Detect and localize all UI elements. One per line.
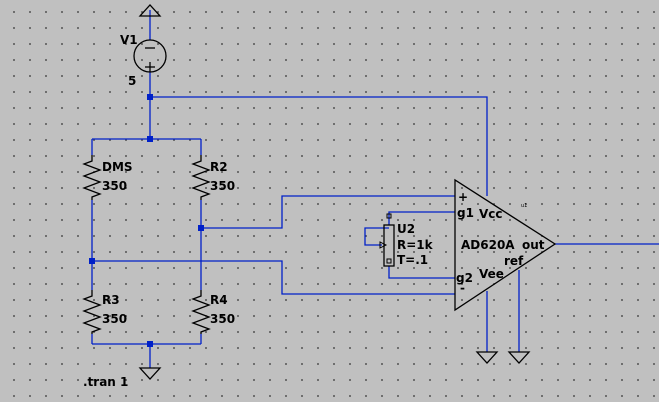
wire-vcc	[150, 96, 488, 196]
wire-plus-input	[201, 195, 455, 229]
spice-directive[interactable]: .tran 1	[83, 375, 128, 389]
pin-g1-label: g1	[457, 206, 474, 220]
pin-ref-label: ref	[504, 254, 524, 268]
resistor-r4-value: 350	[210, 312, 235, 326]
wires	[91, 10, 659, 368]
ground-vee-icon	[475, 351, 499, 364]
amplifier-tiny-label: u1	[521, 203, 527, 209]
wire-wiper	[364, 227, 389, 246]
wire-minus-input	[92, 260, 455, 295]
resistor-dms-value: 350	[102, 179, 127, 193]
wiper-arrow-icon	[379, 241, 388, 249]
pin-marker-icon	[386, 258, 392, 264]
pin-plus-label: +	[458, 190, 468, 204]
pin-vcc-label: Vcc	[479, 207, 503, 221]
u2-param-r: R=1k	[397, 238, 434, 252]
junction-bridge-top	[147, 136, 153, 142]
potentiometer-u2[interactable]: U2 R=1k T=.1	[379, 213, 434, 267]
ground-bridge-icon	[138, 367, 162, 380]
wire-g2	[388, 266, 455, 279]
resistor-r3[interactable]: R3 350	[82, 290, 127, 334]
junctions	[89, 94, 204, 347]
resistor-dms-name: DMS	[102, 160, 133, 174]
resistor-r4[interactable]: R4 350	[191, 290, 235, 334]
junction-left-mid	[89, 258, 95, 264]
v1-value: 5	[128, 74, 136, 88]
wire-g1	[388, 211, 455, 225]
resistor-icon	[82, 290, 102, 334]
resistor-dms[interactable]: DMS 350	[82, 155, 133, 200]
resistor-r3-name: R3	[102, 293, 120, 307]
pin-marker-icon	[386, 213, 392, 219]
resistor-r4-name: R4	[210, 293, 228, 307]
u2-param-t: T=.1	[397, 253, 428, 267]
resistor-r2-name: R2	[210, 160, 228, 174]
resistor-r2[interactable]: R2 350	[191, 155, 235, 200]
junction-supply	[147, 94, 153, 100]
u2-name: U2	[397, 222, 415, 236]
pin-out-label: out	[522, 238, 545, 252]
voltage-source-v1[interactable]: V1 5	[120, 33, 167, 88]
ground-ref-icon	[507, 351, 531, 364]
pin-minus-label: -	[460, 281, 465, 295]
v1-name: V1	[120, 33, 138, 47]
pin-vee-label: Vee	[479, 267, 504, 281]
resistor-r3-value: 350	[102, 312, 127, 326]
resistor-icon	[191, 290, 211, 334]
resistor-icon	[191, 155, 211, 200]
junction-bridge-bottom	[147, 341, 153, 347]
amplifier-name: AD620A	[461, 238, 515, 252]
amplifier-ad620a[interactable]: + - g1 g2 Vcc Vee AD620A out ref u1	[454, 178, 557, 312]
ground-arrow-top-icon	[138, 4, 162, 17]
junction-right-mid	[198, 225, 204, 231]
pin-g2-label: g2	[456, 271, 473, 285]
resistor-icon	[82, 155, 102, 200]
amplifier-triangle-icon	[454, 178, 557, 312]
resistor-r2-value: 350	[210, 179, 235, 193]
ground-symbols	[138, 4, 531, 380]
